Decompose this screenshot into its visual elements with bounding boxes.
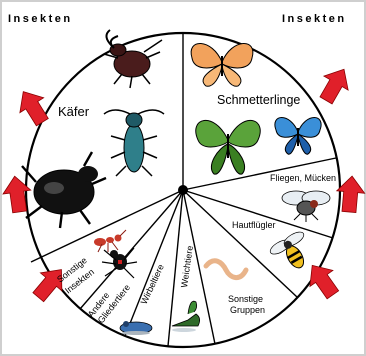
title-right: Insekten [282,13,347,25]
label-hautfluegler: Hautflügler [232,220,276,230]
label-fliegen: Fliegen, Mücken [270,173,336,183]
label-sonstige-gruppen-1: Sonstige [228,294,263,304]
title-left: Insekten [8,13,73,25]
center-dot [178,185,188,195]
label-kaefer: Käfer [58,104,90,119]
label-schmetterlinge: Schmetterlinge [217,93,300,107]
arrow-icon [314,62,356,107]
label-sonstige-gruppen-2: Gruppen [230,305,265,315]
